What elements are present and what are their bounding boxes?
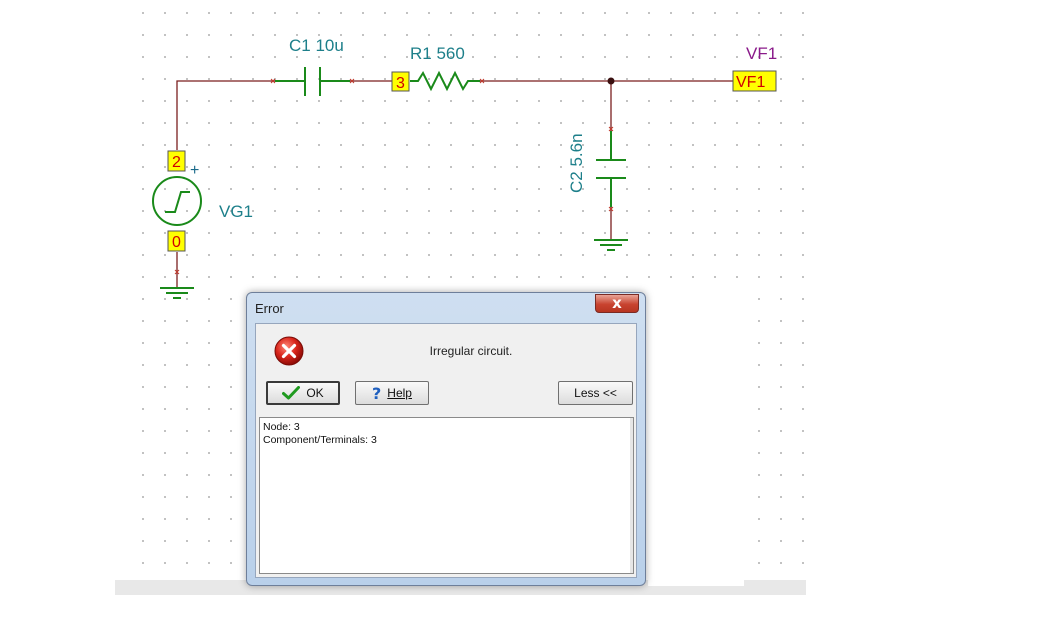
details-line-component: Component/Terminals: 3: [263, 433, 377, 446]
close-icon: x: [612, 294, 622, 312]
junction-dot: [607, 77, 615, 85]
wires: [176, 80, 733, 288]
details-scrollbar[interactable]: [630, 418, 633, 573]
details-textbox[interactable]: Node: 3 Component/Terminals: 3: [259, 417, 634, 574]
capacitor-c1[interactable]: [275, 67, 350, 96]
error-dialog: Error x Irregular circuit. OK ? He: [246, 292, 646, 586]
node-0-label: 0: [172, 234, 181, 251]
ground-symbol-c2: [594, 239, 628, 251]
source-vg1[interactable]: [152, 176, 202, 226]
vf1-tag[interactable]: VF1: [732, 70, 777, 92]
less-button-label: Less <<: [574, 386, 617, 400]
dialog-client-area: Irregular circuit. OK ? Help Less << Nod…: [255, 323, 637, 578]
help-icon: ?: [372, 383, 382, 403]
c1-label: C1 10u: [289, 36, 344, 55]
help-button-label: Help: [387, 386, 412, 400]
checkmark-icon: [282, 386, 301, 400]
dialog-backdrop: [648, 282, 744, 586]
dialog-title: Error: [255, 301, 284, 316]
ground-symbol-vg1: [160, 287, 194, 299]
wire-left-top: [176, 80, 305, 148]
node-3-tag[interactable]: 3: [391, 71, 410, 92]
resistor-r1[interactable]: [410, 70, 480, 92]
node-2-label: 2: [172, 154, 181, 171]
node-3-label: 3: [396, 75, 405, 92]
error-icon: [274, 336, 304, 366]
r1-label: R1 560: [410, 44, 465, 63]
vf1-tag-label: VF1: [736, 74, 765, 91]
ok-button[interactable]: OK: [266, 381, 340, 405]
terminal-marks: [174, 78, 614, 275]
details-line-node: Node: 3: [263, 421, 300, 433]
node-2-tag[interactable]: 2: [167, 150, 186, 172]
error-message: Irregular circuit.: [429, 344, 513, 358]
close-button[interactable]: x: [595, 294, 639, 313]
node-0-tag[interactable]: 0: [167, 230, 186, 252]
vg1-label: VG1: [219, 202, 253, 221]
vf1-label: VF1: [746, 44, 777, 63]
help-button[interactable]: ? Help: [355, 381, 429, 405]
ok-button-label: OK: [306, 386, 324, 400]
c2-label: C2 5.6n: [567, 133, 586, 193]
capacitor-c2[interactable]: [596, 131, 626, 207]
vg1-plus-mark: +: [190, 162, 199, 179]
less-button[interactable]: Less <<: [558, 381, 633, 405]
